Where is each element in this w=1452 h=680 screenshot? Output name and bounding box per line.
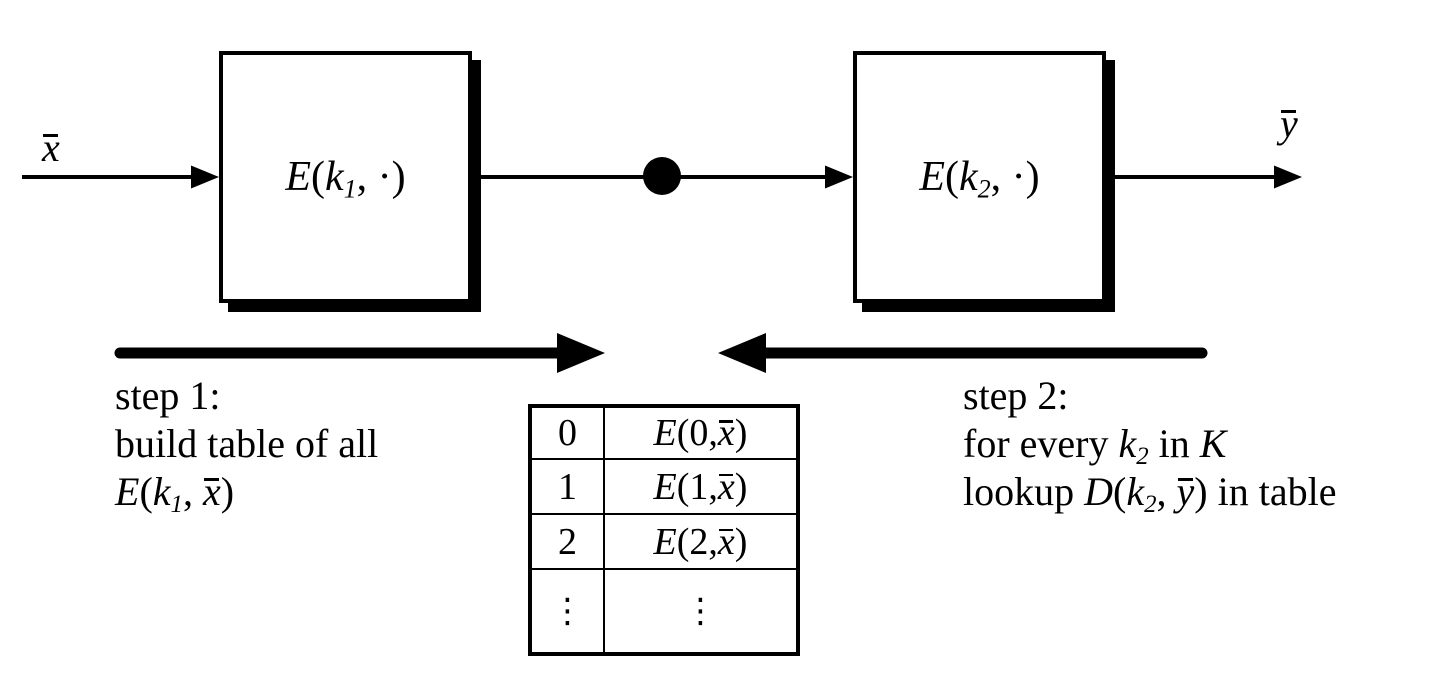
- table-row1-value: E(1, x): [605, 460, 796, 515]
- middle-arrowhead-icon: [825, 165, 853, 189]
- table-row3-value-vdots: ⋮: [683, 591, 718, 631]
- script-K-symbol: K: [1199, 421, 1227, 466]
- output-label-ybar: y: [1280, 100, 1298, 147]
- step1-formula: E(k1, x): [115, 469, 235, 518]
- step1-line1: step 1:: [115, 373, 221, 418]
- step1-annotation: step 1: build table of all E(k1, x): [115, 372, 379, 518]
- step2-line3: lookup D(k2, y) in table: [963, 469, 1337, 518]
- table-row2-value: E(2, x): [605, 515, 796, 570]
- input-label-xbar: x: [42, 124, 60, 171]
- table-row3-key-vdots: ⋮: [532, 570, 605, 652]
- encryption-box-2: E(k2, ·): [853, 51, 1106, 303]
- step2-annotation: step 2: for every k2 in K lookup D(k2, y…: [963, 372, 1337, 518]
- step2-line1: step 2:: [963, 373, 1069, 418]
- lookup-table: 0 E(0, x) 1 E(1, x) 2 E(2, x) ⋮ ⋮: [528, 404, 800, 656]
- table-row2-key: 2: [532, 515, 605, 570]
- table-row1-key: 1: [532, 460, 605, 515]
- step2-arrowhead-icon: [718, 333, 766, 373]
- input-arrowhead-icon: [191, 165, 219, 189]
- ybar-symbol: y: [1280, 101, 1298, 146]
- step1-line2: build table of all: [115, 421, 379, 466]
- step1-arrowhead-icon: [557, 333, 605, 373]
- table-row0-key: 0: [532, 408, 605, 460]
- output-arrowhead-icon: [1274, 165, 1302, 189]
- encryption-box-1: E(k1, ·): [219, 51, 472, 303]
- junction-dot: [643, 157, 681, 195]
- xbar-symbol: x: [42, 125, 60, 170]
- box1-label: E(k1, ·): [285, 154, 406, 204]
- step2-line2: for every k2 in K: [963, 421, 1227, 470]
- box2-label: E(k2, ·): [919, 154, 1040, 204]
- table-row0-value: E(0, x): [605, 408, 796, 460]
